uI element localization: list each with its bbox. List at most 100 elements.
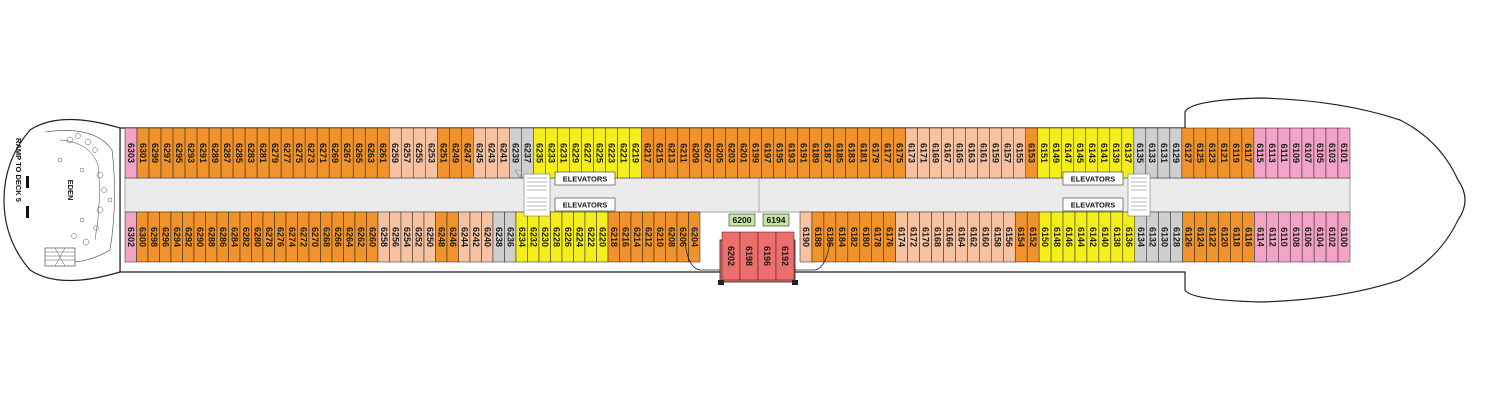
cabin-6218[interactable]: 6218: [607, 211, 620, 263]
cabin-6147[interactable]: 6147: [1061, 127, 1075, 179]
cabin-6209[interactable]: 6209: [689, 127, 702, 179]
cabin-6203[interactable]: 6203: [725, 127, 738, 179]
cabin-6193[interactable]: 6193: [785, 127, 798, 179]
cabin-6182[interactable]: 6182: [847, 211, 861, 263]
cabin-6161[interactable]: 6161: [977, 127, 990, 179]
cabin-6257[interactable]: 6257: [400, 127, 414, 179]
cabin-6290[interactable]: 6290: [193, 211, 206, 263]
cabin-6246[interactable]: 6246: [446, 211, 459, 263]
cabin-6299[interactable]: 6299: [148, 127, 162, 179]
cabin-6213[interactable]: 6213: [665, 127, 678, 179]
cabin-6244[interactable]: 6244: [458, 211, 471, 263]
cabin-6210[interactable]: 6210: [653, 211, 666, 263]
cabin-6205[interactable]: 6205: [713, 127, 726, 179]
cabin-6242[interactable]: 6242: [469, 211, 482, 263]
cabin-6253[interactable]: 6253: [425, 127, 438, 179]
cabin-6208[interactable]: 6208: [665, 211, 678, 263]
cabin-6235[interactable]: 6235: [533, 127, 546, 179]
cabin-6152[interactable]: 6152: [1026, 211, 1040, 263]
cabin-6259[interactable]: 6259: [388, 127, 402, 179]
cabin-6121[interactable]: 6121: [1217, 127, 1231, 179]
cabin-6232[interactable]: 6232: [527, 211, 540, 263]
cabin-6288[interactable]: 6288: [205, 211, 218, 263]
cabin-6224[interactable]: 6224: [573, 211, 586, 263]
cabin-6240[interactable]: 6240: [481, 211, 494, 263]
cabin-6260[interactable]: 6260: [366, 211, 379, 263]
cabin-6256[interactable]: 6256: [389, 211, 402, 263]
cabin-6255[interactable]: 6255: [412, 127, 426, 179]
cabin-6263[interactable]: 6263: [364, 127, 378, 179]
cabin-6272[interactable]: 6272: [297, 211, 310, 263]
cabin-6136[interactable]: 6136: [1122, 211, 1136, 263]
cabin-6143[interactable]: 6143: [1085, 127, 1099, 179]
cabin-6221[interactable]: 6221: [617, 127, 630, 179]
cabin-6216[interactable]: 6216: [619, 211, 632, 263]
cabin-6149[interactable]: 6149: [1049, 127, 1063, 179]
cabin-6172[interactable]: 6172: [907, 211, 920, 263]
cabin-6197[interactable]: 6197: [761, 127, 774, 179]
cabin-6146[interactable]: 6146: [1062, 211, 1076, 263]
cabin-6282[interactable]: 6282: [239, 211, 252, 263]
cabin-6233[interactable]: 6233: [545, 127, 558, 179]
cabin-6225[interactable]: 6225: [593, 127, 606, 179]
cabin-6229[interactable]: 6229: [569, 127, 582, 179]
cabin-6234[interactable]: 6234: [515, 211, 528, 263]
cabin-6215[interactable]: 6215: [653, 127, 666, 179]
cabin-6170[interactable]: 6170: [919, 211, 932, 263]
cabin-6165[interactable]: 6165: [953, 127, 966, 179]
cabin-6274[interactable]: 6274: [285, 211, 298, 263]
cabin-6156[interactable]: 6156: [1003, 211, 1016, 263]
cabin-6222[interactable]: 6222: [584, 211, 597, 263]
cabin-6212[interactable]: 6212: [642, 211, 655, 263]
cabin-6264[interactable]: 6264: [343, 211, 356, 263]
cabin-6164[interactable]: 6164: [955, 211, 968, 263]
cabin-6174[interactable]: 6174: [895, 211, 908, 263]
cabin-6138[interactable]: 6138: [1110, 211, 1124, 263]
cabin-6132[interactable]: 6132: [1146, 211, 1159, 263]
cabin-6283[interactable]: 6283: [244, 127, 258, 179]
cabin-6171[interactable]: 6171: [917, 127, 930, 179]
cabin-6188[interactable]: 6188: [811, 211, 825, 263]
cabin-6201[interactable]: 6201: [737, 127, 750, 179]
cabin-6247[interactable]: 6247: [461, 127, 474, 179]
cabin-6227[interactable]: 6227: [581, 127, 594, 179]
cabin-6297[interactable]: 6297: [160, 127, 174, 179]
cabin-6159[interactable]: 6159: [989, 127, 1002, 179]
cabin-6292[interactable]: 6292: [182, 211, 195, 263]
cabin-6120[interactable]: 6120: [1218, 211, 1231, 263]
cabin-6129[interactable]: 6129: [1169, 127, 1183, 179]
cabin-6262[interactable]: 6262: [354, 211, 367, 263]
cabin-6134[interactable]: 6134: [1134, 211, 1147, 263]
cabin-6177[interactable]: 6177: [881, 127, 894, 179]
cabin-6196[interactable]: 6196: [757, 231, 777, 281]
cabin-6184[interactable]: 6184: [835, 211, 849, 263]
cabin-6280[interactable]: 6280: [251, 211, 264, 263]
cabin-6145[interactable]: 6145: [1073, 127, 1087, 179]
cabin-6160[interactable]: 6160: [979, 211, 992, 263]
cabin-6231[interactable]: 6231: [557, 127, 570, 179]
cabin-6125[interactable]: 6125: [1193, 127, 1207, 179]
cabin-6298[interactable]: 6298: [147, 211, 160, 263]
cabin-6179[interactable]: 6179: [869, 127, 882, 179]
cabin-6114[interactable]: 6114: [1254, 211, 1267, 263]
cabin-6294[interactable]: 6294: [170, 211, 183, 263]
cabin-6285[interactable]: 6285: [232, 127, 246, 179]
cabin-6112[interactable]: 6112: [1266, 211, 1279, 263]
cabin-6108[interactable]: 6108: [1289, 211, 1303, 263]
cabin-6230[interactable]: 6230: [538, 211, 551, 263]
cabin-6269[interactable]: 6269: [328, 127, 342, 179]
cabin-6243[interactable]: 6243: [485, 127, 498, 179]
cabin-6206[interactable]: 6206: [676, 211, 689, 263]
cabin-6217[interactable]: 6217: [641, 127, 654, 179]
cabin-6157[interactable]: 6157: [1001, 127, 1014, 179]
cabin-6191[interactable]: 6191: [797, 127, 810, 179]
cabin-6270[interactable]: 6270: [308, 211, 321, 263]
cabin-6126[interactable]: 6126: [1182, 211, 1195, 263]
cabin-6139[interactable]: 6139: [1109, 127, 1123, 179]
cabin-6303[interactable]: 6303: [124, 127, 138, 179]
cabin-6103[interactable]: 6103: [1325, 127, 1339, 179]
cabin-6166[interactable]: 6166: [943, 211, 956, 263]
cabin-6101[interactable]: 6101: [1337, 127, 1351, 179]
cabin-6187[interactable]: 6187: [821, 127, 834, 179]
cabin-6296[interactable]: 6296: [159, 211, 172, 263]
